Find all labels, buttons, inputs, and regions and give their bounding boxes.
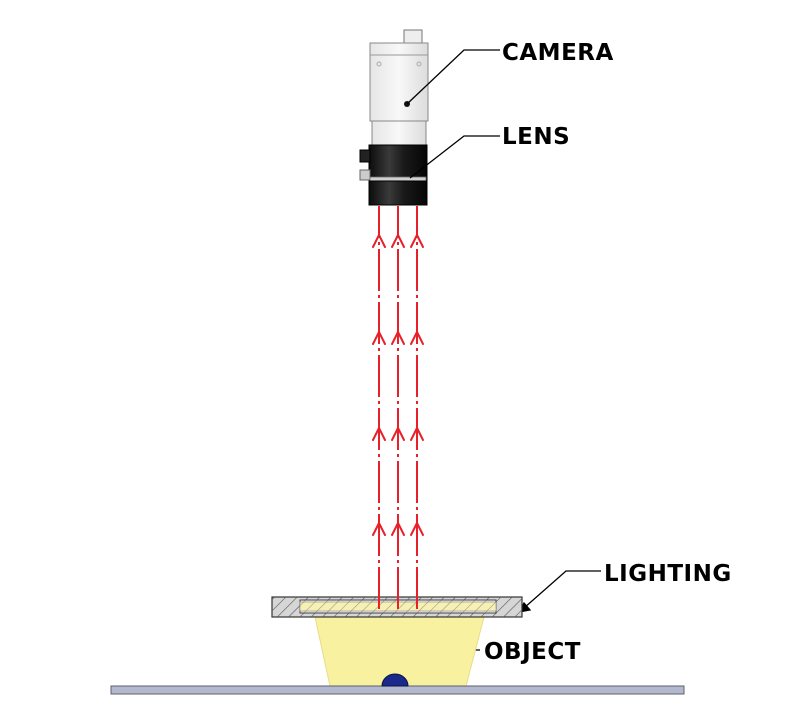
object-dome-icon [381, 673, 409, 687]
camera-icon [369, 29, 429, 146]
lens-icon [359, 144, 428, 206]
lighting-leader-line [517, 570, 601, 613]
light-rays [378, 206, 418, 609]
lens-leader-line [409, 135, 500, 179]
ray-arrowheads [372, 234, 424, 536]
camera-label: CAMERA [502, 40, 614, 66]
camera-leader-line [406, 49, 500, 105]
lens-label: LENS [502, 124, 571, 150]
table-surface [110, 685, 685, 695]
lighting-label: LIGHTING [604, 561, 732, 587]
object-label: OBJECT [484, 639, 581, 665]
